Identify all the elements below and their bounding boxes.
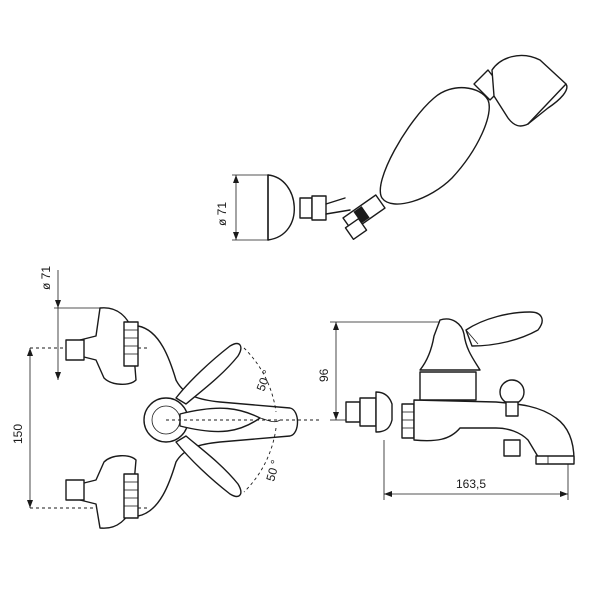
shower-outlet	[503, 439, 521, 457]
side-view: 96 163,5	[317, 311, 575, 500]
diverter-knob	[499, 379, 525, 405]
dim-angle-upper: 50 °	[254, 368, 275, 393]
hand-shower-assembly: ø 71	[215, 54, 568, 241]
dim-height-150: 150	[11, 424, 25, 444]
top-view: 50 ° 50 ° 150 ø 71	[11, 266, 320, 529]
cartridge-column	[419, 371, 477, 401]
shower-handle	[379, 86, 490, 205]
dim-angle-lower: 50 °	[263, 458, 282, 483]
side-inlet	[345, 401, 361, 423]
lever-handle-side	[465, 311, 543, 347]
upper-eccentric	[79, 307, 137, 385]
lower-eccentric	[79, 455, 137, 529]
mixer-body-top	[137, 325, 299, 517]
lever-handle-rotated-lower	[175, 435, 242, 498]
dim-length-163: 163,5	[456, 477, 486, 491]
bracket-stem	[299, 197, 313, 219]
dim-bracket-diameter: ø 71	[215, 202, 229, 226]
spout-outlet	[535, 455, 575, 465]
wall-bracket	[267, 174, 295, 241]
dim-height-96: 96	[317, 368, 331, 382]
dim-side-diameter: ø 71	[39, 266, 53, 290]
shower-head	[491, 54, 568, 127]
lever-handle-rotated-upper	[175, 342, 242, 405]
mixer-body-side	[413, 399, 575, 461]
